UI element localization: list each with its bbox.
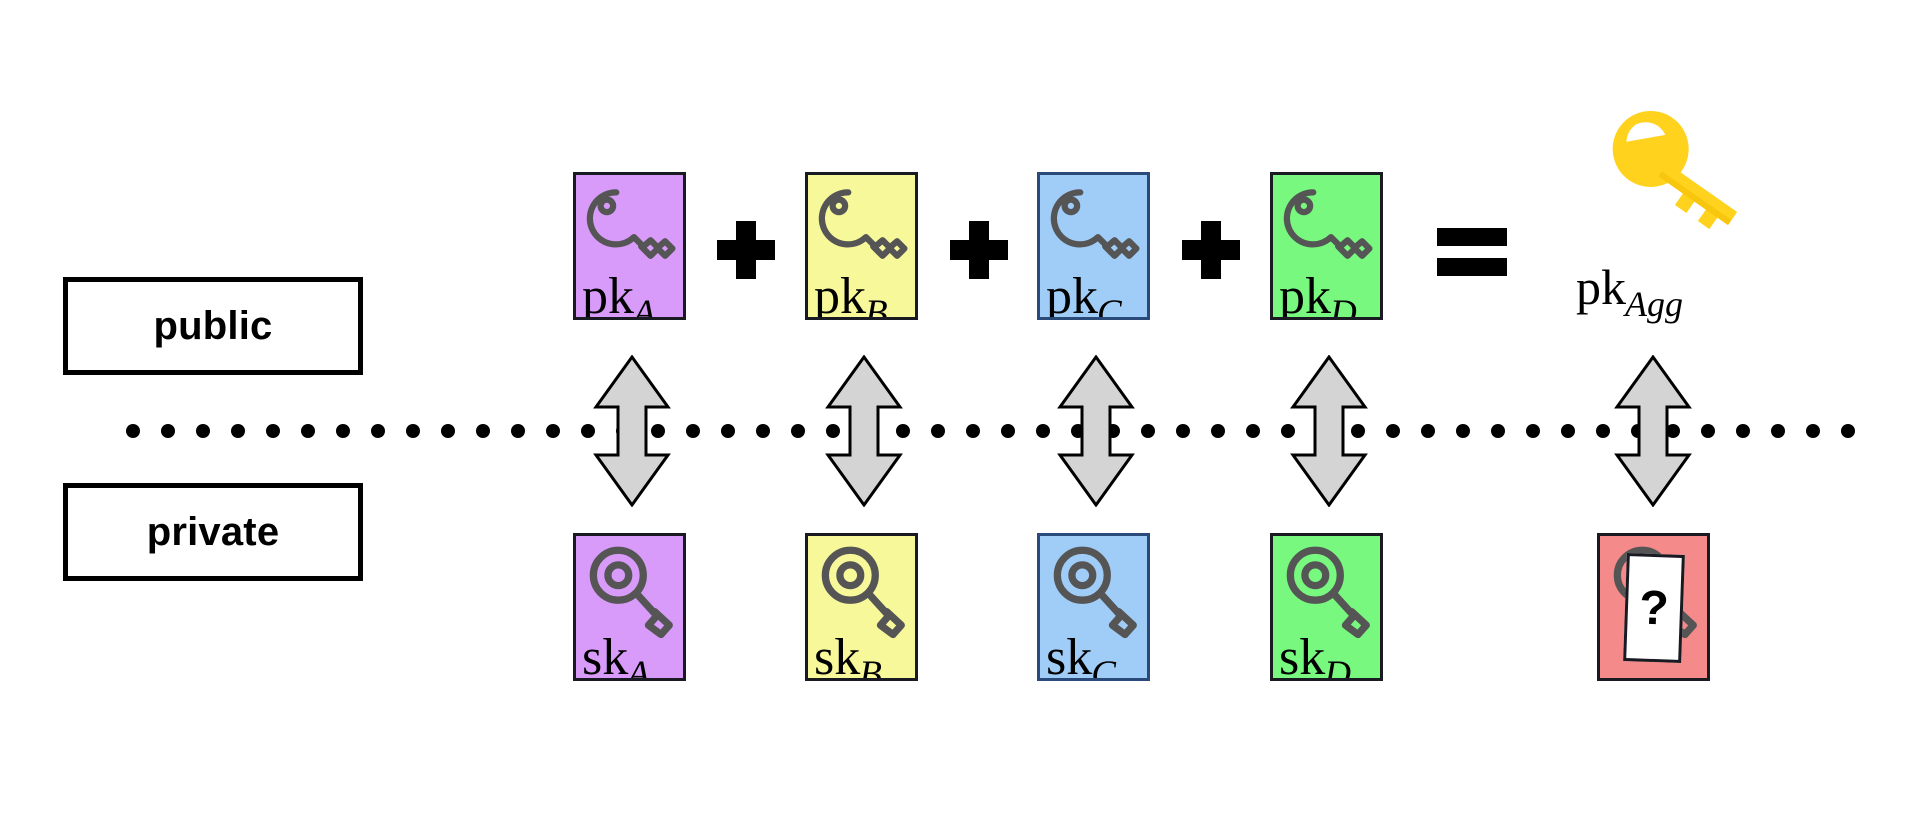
divider-dot bbox=[686, 424, 700, 438]
divider-dot bbox=[1176, 424, 1190, 438]
divider-dot bbox=[406, 424, 420, 438]
public-key-icon bbox=[1050, 189, 1140, 259]
public-section-label: public bbox=[63, 277, 363, 375]
divider-dot bbox=[826, 424, 840, 438]
public-key-tile-a[interactable]: pkA bbox=[573, 172, 686, 320]
divider-dot bbox=[371, 424, 385, 438]
divider-dot bbox=[651, 424, 665, 438]
divider-dot bbox=[1491, 424, 1505, 438]
question-mark-text: ? bbox=[1638, 581, 1670, 635]
divider-dot bbox=[546, 424, 560, 438]
divider-dot bbox=[1666, 424, 1680, 438]
equals-top-bar bbox=[1437, 228, 1507, 246]
divider-dot bbox=[196, 424, 210, 438]
divider-dot bbox=[1036, 424, 1050, 438]
unknown-private-key-tile[interactable]: ? bbox=[1597, 533, 1710, 681]
divider-dot bbox=[1561, 424, 1575, 438]
divider-dot bbox=[1806, 424, 1820, 438]
public-key-label-b: pkB bbox=[814, 268, 888, 320]
public-key-tile-b[interactable]: pkB bbox=[805, 172, 918, 320]
private-label-text: private bbox=[146, 509, 280, 554]
divider-dot bbox=[126, 424, 140, 438]
divider-dot bbox=[476, 424, 490, 438]
private-key-tile-c[interactable]: skC bbox=[1037, 533, 1150, 681]
public-key-icon bbox=[1283, 189, 1373, 259]
divider-dot bbox=[1386, 424, 1400, 438]
private-key-label-d: skD bbox=[1279, 629, 1351, 681]
public-private-arrow-a bbox=[593, 355, 671, 507]
divider-dot bbox=[1001, 424, 1015, 438]
divider-dot bbox=[1596, 424, 1610, 438]
private-key-tile-a[interactable]: skA bbox=[573, 533, 686, 681]
aggregate-key-label: pkAgg bbox=[1576, 259, 1683, 324]
divider-dot bbox=[1211, 424, 1225, 438]
divider-dot bbox=[966, 424, 980, 438]
divider-dot bbox=[1736, 424, 1750, 438]
private-key-label-b: skB bbox=[814, 629, 882, 681]
divider-dot bbox=[301, 424, 315, 438]
golden-key-icon bbox=[1612, 110, 1738, 230]
divider-dot bbox=[1456, 424, 1470, 438]
private-key-label-c: skC bbox=[1046, 629, 1116, 681]
public-private-arrow-d bbox=[1290, 355, 1368, 507]
equals-operator bbox=[1437, 222, 1507, 278]
public-private-divider bbox=[126, 424, 1876, 438]
divider-dot bbox=[1771, 424, 1785, 438]
divider-dot bbox=[791, 424, 805, 438]
plus-vertical-bar bbox=[969, 221, 989, 279]
private-key-icon bbox=[1053, 546, 1137, 639]
plus-operator-1 bbox=[717, 221, 775, 279]
public-private-arrow-aggregate bbox=[1614, 355, 1692, 507]
public-key-tile-c[interactable]: pkC bbox=[1037, 172, 1150, 320]
divider-dot bbox=[161, 424, 175, 438]
divider-dot bbox=[1246, 424, 1260, 438]
private-key-icon bbox=[589, 546, 673, 639]
public-key-tile-d[interactable]: pkD bbox=[1270, 172, 1383, 320]
plus-operator-3 bbox=[1182, 221, 1240, 279]
divider-dot bbox=[721, 424, 735, 438]
private-key-tile-b[interactable]: skB bbox=[805, 533, 918, 681]
public-key-label-c: pkC bbox=[1046, 268, 1122, 320]
private-key-label-a: skA bbox=[582, 629, 650, 681]
divider-dot bbox=[896, 424, 910, 438]
private-key-icon bbox=[1286, 546, 1370, 639]
public-private-arrow-c bbox=[1057, 355, 1135, 507]
private-key-tile-d[interactable]: skD bbox=[1270, 533, 1383, 681]
public-key-icon bbox=[586, 189, 676, 259]
public-label-text: public bbox=[153, 303, 273, 348]
public-key-label-a: pkA bbox=[582, 268, 656, 320]
plus-vertical-bar bbox=[736, 221, 756, 279]
question-mark-card: ? bbox=[1623, 553, 1685, 663]
divider-dot bbox=[756, 424, 770, 438]
divider-dot bbox=[336, 424, 350, 438]
equals-bottom-bar bbox=[1437, 258, 1507, 276]
private-section-label: private bbox=[63, 483, 363, 581]
divider-dot bbox=[511, 424, 525, 438]
plus-vertical-bar bbox=[1201, 221, 1221, 279]
divider-dot bbox=[1351, 424, 1365, 438]
divider-dot bbox=[1841, 424, 1855, 438]
divider-dot bbox=[581, 424, 595, 438]
public-private-arrow-b bbox=[825, 355, 903, 507]
public-key-label-d: pkD bbox=[1279, 268, 1357, 320]
divider-dot bbox=[1281, 424, 1295, 438]
public-key-icon bbox=[818, 189, 908, 259]
plus-operator-2 bbox=[950, 221, 1008, 279]
private-key-icon bbox=[821, 546, 905, 639]
divider-dot bbox=[266, 424, 280, 438]
divider-dot bbox=[1421, 424, 1435, 438]
divider-dot bbox=[931, 424, 945, 438]
divider-dot bbox=[1141, 424, 1155, 438]
divider-dot bbox=[231, 424, 245, 438]
divider-dot bbox=[1701, 424, 1715, 438]
divider-dot bbox=[1526, 424, 1540, 438]
divider-dot bbox=[441, 424, 455, 438]
